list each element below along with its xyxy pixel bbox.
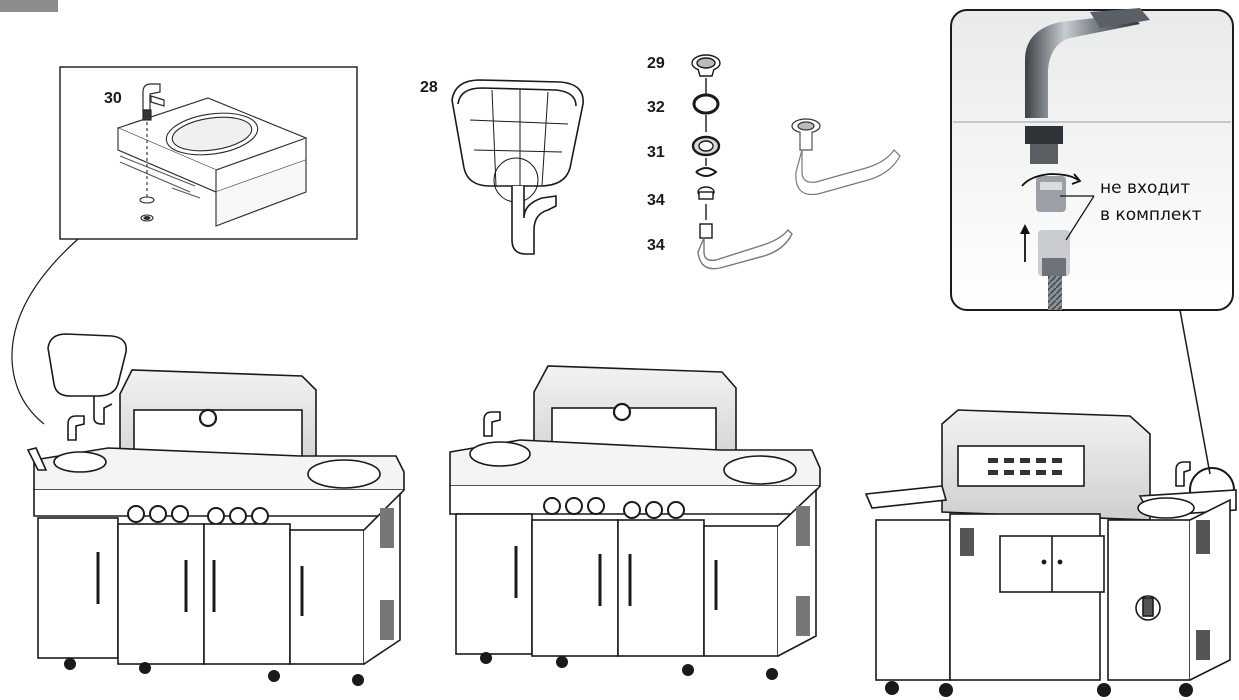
sink-leader-line [11,238,79,425]
callout-29: 29 [647,55,665,72]
assembled-drain-icon [791,118,901,196]
callout-32: 32 [647,99,665,116]
faucet-part-icon [142,83,165,121]
callout-28: 28 [420,79,438,96]
faucet-connection-photo: не входит в комплект [950,8,1234,311]
sink-detail-box [59,66,358,240]
photo-leader-line [1179,309,1211,475]
grill-2 [449,365,821,680]
grill-1 [26,333,405,686]
corner-tab [0,0,58,12]
callout-30: 30 [104,90,122,107]
grill-3 [864,409,1237,697]
not-included-note-line1: не входит [1100,178,1190,198]
not-included-note-line2: в комплект [1100,205,1202,225]
drain-parts [691,54,793,270]
basket-part-icon [451,79,584,255]
callout-31: 31 [647,144,665,161]
callout-34-nut: 34 [647,192,665,209]
callout-34-pipe: 34 [647,237,665,254]
sink-countertop [116,97,308,227]
